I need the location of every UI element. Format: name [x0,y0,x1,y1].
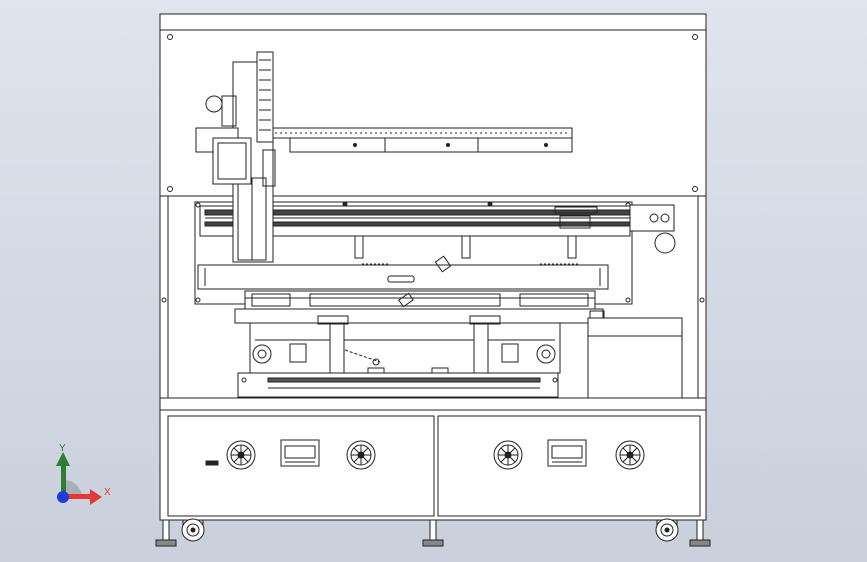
indicator-slot [205,460,219,466]
axis-triad [56,452,102,505]
y-axis-label: Y [59,443,66,454]
top-beam [269,127,573,153]
base-cabinet [159,409,707,521]
lower-beam [197,235,609,290]
fan-grille-icon [226,440,256,470]
caster-wheel-icon [181,518,205,542]
drawer-handle-icon[interactable] [547,439,587,467]
drawer-left [167,415,435,517]
conveyor-table [234,308,683,399]
fan-grille-icon [493,440,523,470]
work-plate [244,290,596,310]
z-axis-carriage [195,51,276,263]
fan-grille-icon [346,440,376,470]
x-axis-label: X [104,487,111,498]
caster-wheel-icon [655,518,679,542]
fan-grille-icon [615,440,645,470]
drawer-handle-icon[interactable] [280,439,320,467]
leveling-feet [155,519,711,547]
